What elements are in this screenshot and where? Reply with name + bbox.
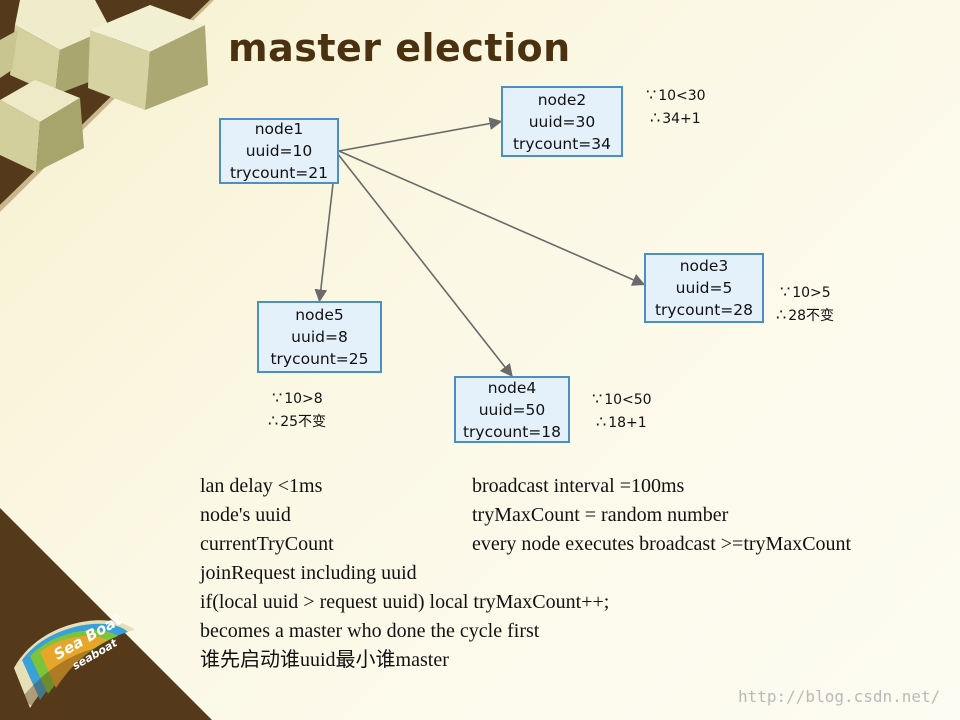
therefore-text: 34+1 — [662, 111, 701, 127]
therefore-text: 18+1 — [608, 415, 647, 431]
because-text: 10>5 — [792, 285, 831, 301]
because-symbol: ∵ — [592, 389, 603, 408]
node-trycount: trycount=34 — [512, 134, 612, 153]
node-name: node5 — [295, 306, 344, 324]
node-node1: node1 uuid=10 trycount=21 — [219, 118, 339, 184]
notes-right: broadcast interval =100ms — [472, 475, 685, 497]
notes-right: tryMaxCount = random number — [472, 504, 729, 526]
logo-graphic — [14, 620, 140, 715]
notes-left: lan delay <1ms — [200, 475, 323, 497]
slide-title: master election — [228, 26, 571, 70]
edge-node1-node4 — [335, 151, 513, 378]
node-uuid: uuid=30 — [528, 112, 596, 131]
watermark: http://blog.csdn.net/ — [738, 687, 941, 706]
notes-left: if(local uuid > request uuid) local tryM… — [200, 591, 610, 613]
notes-left: currentTryCount — [200, 533, 334, 555]
notes-row: if(local uuid > request uuid) local tryM… — [200, 588, 940, 617]
because-symbol: ∵ — [646, 85, 657, 104]
node-node4: node4 uuid=50 trycount=18 — [454, 376, 570, 443]
node-uuid: uuid=8 — [291, 328, 348, 346]
therefore-text: 25不变 — [280, 414, 327, 430]
node-trycount: trycount=28 — [654, 301, 754, 319]
because-text: 10>8 — [284, 391, 323, 407]
annotation-node4: ∵10<50 ∴18+1 — [592, 388, 652, 434]
because-text: 10<30 — [658, 88, 706, 104]
node-name: node3 — [679, 257, 729, 275]
notes-row: currentTryCount every node executes broa… — [200, 530, 940, 559]
annotation-node5: ∵10>8 ∴25不变 — [268, 387, 326, 433]
notes-row: becomes a master who done the cycle firs… — [200, 617, 940, 646]
node-name: node2 — [537, 90, 587, 109]
therefore-symbol: ∴ — [268, 411, 279, 430]
node-node2: node2 uuid=30 trycount=34 — [501, 86, 623, 157]
notes-row: node's uuid tryMaxCount = random number — [200, 501, 940, 530]
notes-row: joinRequest including uuid — [200, 559, 940, 588]
cube-decoration — [0, 0, 208, 172]
therefore-text: 28不变 — [788, 308, 835, 324]
notes-row: lan delay <1ms broadcast interval =100ms — [200, 472, 940, 501]
notes-left: becomes a master who done the cycle firs… — [200, 620, 540, 642]
node-uuid: uuid=50 — [478, 400, 546, 419]
edge-node1-node2 — [338, 117, 503, 152]
seaboat-logo: Sea Boat seaboat — [0, 590, 200, 720]
notes-left: 谁先启动谁uuid最小谁master — [200, 649, 449, 671]
because-symbol: ∵ — [780, 282, 791, 301]
node-trycount: trycount=25 — [270, 350, 369, 368]
node-node5: node5 uuid=8 trycount=25 — [257, 301, 382, 373]
node-name: node4 — [487, 378, 537, 397]
annotation-node2: ∵10<30 ∴34+1 — [646, 84, 706, 130]
notes-left: node's uuid — [200, 504, 291, 526]
notes-block: lan delay <1ms broadcast interval =100ms… — [200, 472, 940, 675]
because-text: 10<50 — [604, 392, 652, 408]
because-symbol: ∵ — [272, 388, 283, 407]
notes-row: 谁先启动谁uuid最小谁master — [200, 646, 940, 675]
node-trycount: trycount=18 — [462, 422, 562, 441]
therefore-symbol: ∴ — [776, 305, 787, 324]
notes-left: joinRequest including uuid — [200, 562, 417, 584]
annotation-node3: ∵10>5 ∴28不变 — [776, 281, 834, 327]
node-uuid: uuid=10 — [245, 142, 313, 160]
node-trycount: trycount=21 — [229, 164, 329, 182]
edge-node1-node3 — [338, 150, 646, 286]
node-name: node1 — [254, 120, 304, 138]
therefore-symbol: ∴ — [650, 108, 661, 127]
node-node3: node3 uuid=5 trycount=28 — [644, 253, 764, 323]
therefore-symbol: ∴ — [596, 412, 607, 431]
notes-right: every node executes broadcast >=tryMaxCo… — [472, 533, 852, 555]
node-uuid: uuid=5 — [675, 279, 733, 297]
